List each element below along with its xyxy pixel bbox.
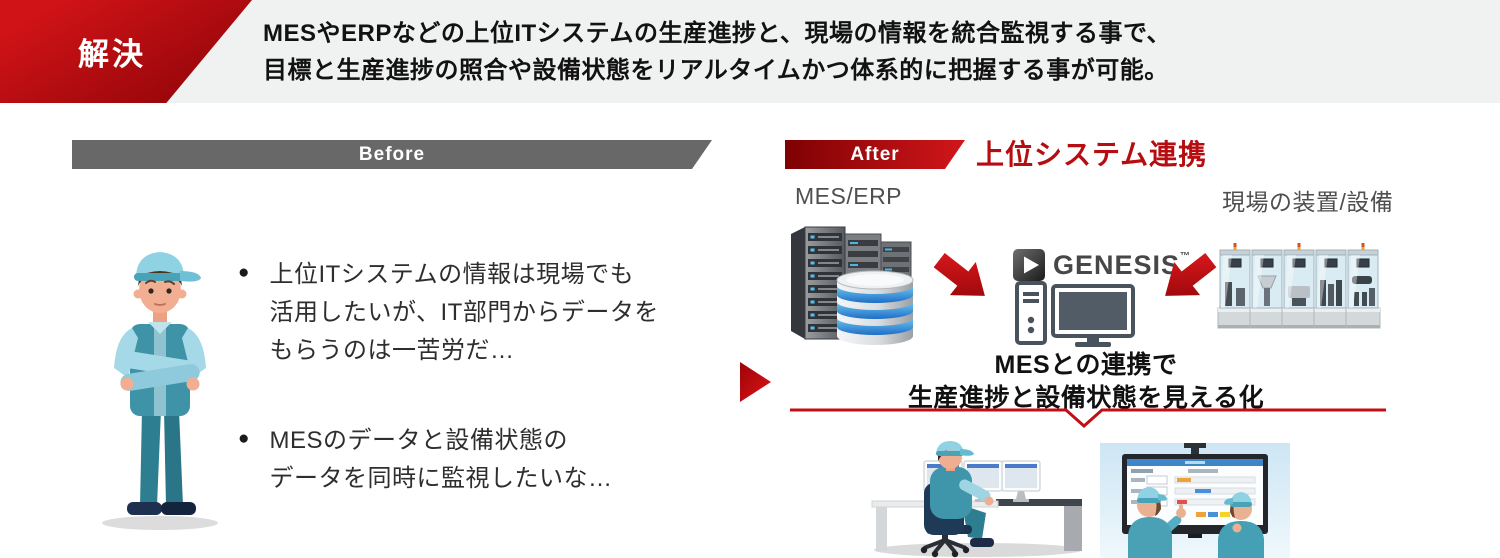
genesis-play-icon bbox=[1013, 249, 1045, 281]
header-text-line2: 目標と生産進捗の照合や設備状態をリアルタイムかつ体系的に把握する事が可能。 bbox=[263, 57, 1169, 84]
bullet-icon: ● bbox=[238, 428, 250, 449]
after-title: 上位システム連携 bbox=[976, 139, 1208, 170]
factory-equipment-illustration bbox=[1217, 243, 1381, 329]
wall-monitor-illustration bbox=[1100, 443, 1290, 558]
bullet-text: 上位ITシステムの情報は現場でも 活用したいが、IT部門からデータを もらうのは… bbox=[269, 261, 659, 364]
operator-desk-illustration bbox=[871, 441, 1082, 558]
arrow-down-left-icon bbox=[1165, 253, 1217, 296]
mes-erp-server-illustration bbox=[791, 226, 914, 345]
before-banner: Before bbox=[72, 140, 712, 169]
after-banner-label: After bbox=[850, 143, 900, 165]
bullet-icon: ● bbox=[238, 262, 250, 283]
after-banner: After bbox=[785, 140, 965, 169]
after-caption-line1: MESとの連携で bbox=[994, 351, 1178, 379]
equipment-label: 現場の装置/設備 bbox=[1222, 189, 1394, 215]
header-text: MESやERPなどの上位ITシステムの生産進捗と、現場の情報を統合監視する事で、… bbox=[263, 15, 1463, 89]
header-band bbox=[0, 0, 1500, 103]
solve-badge-label: 解決 bbox=[78, 37, 146, 72]
before-bullet-list: ● 上位ITシステムの情報は現場でも 活用したいが、IT部門からデータを もらう… bbox=[238, 256, 708, 550]
genesis-workstation-illustration bbox=[1015, 281, 1135, 347]
bullet-text: MESのデータと設備状態の データを同時に監視したいな… bbox=[269, 427, 613, 492]
genesis-logo: GENESIS ™ bbox=[1012, 248, 1190, 282]
bullet-item: ● 上位ITシステムの情報は現場でも 活用したいが、IT部門からデータを もらう… bbox=[238, 256, 708, 370]
worker-illustration bbox=[102, 252, 218, 530]
before-after-arrow-icon bbox=[740, 362, 771, 402]
after-caption: MESとの連携で 生産進捗と設備状態を見える化 bbox=[855, 349, 1317, 415]
arrow-down-right-icon bbox=[933, 253, 985, 296]
header-text-line1: MESやERPなどの上位ITシステムの生産進捗と、現場の情報を統合監視する事で、 bbox=[263, 20, 1172, 47]
genesis-brand-text: GENESIS bbox=[1053, 249, 1181, 280]
before-banner-label: Before bbox=[358, 143, 426, 165]
bullet-item: ● MESのデータと設備状態の データを同時に監視したいな… bbox=[238, 422, 708, 498]
genesis-trademark: ™ bbox=[1180, 250, 1191, 262]
funnel-line bbox=[790, 408, 1386, 429]
after-caption-line2: 生産進捗と設備状態を見える化 bbox=[907, 384, 1265, 412]
mes-erp-label: MES/ERP bbox=[795, 183, 903, 209]
